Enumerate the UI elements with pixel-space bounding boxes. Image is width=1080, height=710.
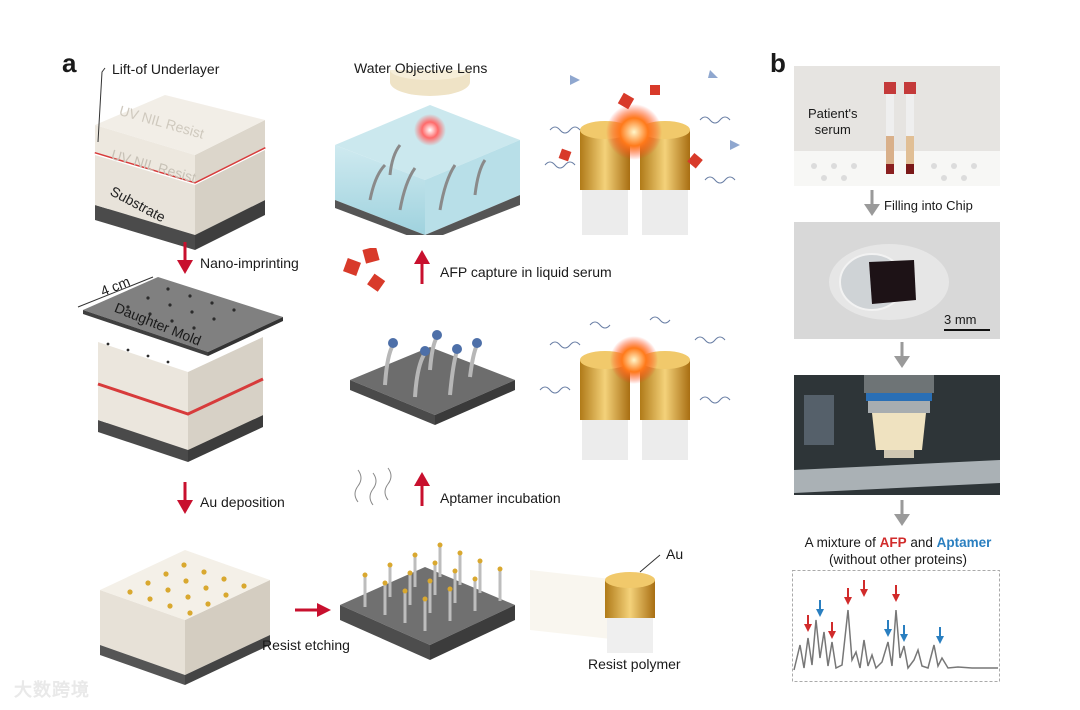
daughter-mold-illustration xyxy=(77,276,283,462)
scale-bar-label: 3 mm xyxy=(944,312,977,327)
panel-b-letter: b xyxy=(770,48,786,78)
afp-protein-icon xyxy=(343,248,386,292)
panel-a-letter: a xyxy=(62,48,77,78)
and-label: and xyxy=(906,535,937,550)
au-cylinders-afp-illustration xyxy=(544,70,740,235)
water-lens-label: Water Objective Lens xyxy=(354,60,488,76)
au-pillar-array-illustration xyxy=(340,542,515,660)
gray-arrow-down-icon xyxy=(894,500,910,526)
microscope-photo xyxy=(794,375,1000,495)
aptamer-pillars-illustration xyxy=(350,330,515,425)
without-proteins-label: (without other proteins) xyxy=(828,552,968,567)
au-deposition-label: Au deposition xyxy=(200,494,285,510)
layer-stack-illustration xyxy=(94,67,266,250)
resist-etching-label: Resist etching xyxy=(262,637,350,653)
aptamer-label: Aptamer xyxy=(936,535,992,550)
gray-arrow-down-icon xyxy=(894,342,910,368)
filling-chip-label: Filling into Chip xyxy=(884,198,973,213)
serum-tubes-photo: Patient's serum xyxy=(794,66,1000,186)
gray-arrow-down-icon xyxy=(864,190,880,216)
patient-serum-line2: serum xyxy=(814,122,851,137)
aptamer-strand-icon xyxy=(354,467,392,506)
red-arrow-up-icon xyxy=(414,472,430,506)
nano-imprinting-label: Nano-imprinting xyxy=(200,255,299,271)
watermark: 大数跨境 xyxy=(14,676,90,702)
au-label: Au xyxy=(666,546,684,562)
single-au-cylinder-illustration xyxy=(530,554,661,653)
red-arrow-right-icon xyxy=(295,603,331,617)
raman-spectrum-plot xyxy=(792,570,1000,682)
resist-polymer-label: Resist polymer xyxy=(588,656,681,672)
watermark-text: 大数跨境 xyxy=(14,680,90,701)
red-arrow-down-icon xyxy=(177,242,193,274)
patient-serum-line1: Patient's xyxy=(808,106,858,121)
red-arrow-down-icon xyxy=(177,482,193,514)
water-lens-illustration xyxy=(335,70,520,235)
afp-label: AFP xyxy=(879,535,907,550)
aptamer-incubation-label: Aptamer incubation xyxy=(440,490,561,506)
lift-off-label: Lift-of Underlayer xyxy=(112,61,220,77)
afp-capture-label: AFP capture in liquid serum xyxy=(440,264,612,280)
au-cylinders-aptamer-illustration xyxy=(539,316,731,460)
au-array-block-illustration xyxy=(100,550,270,685)
mixture-prefix: A mixture of xyxy=(804,535,880,550)
chip-photo: 3 mm xyxy=(794,222,1000,339)
red-arrow-up-icon xyxy=(414,250,430,284)
